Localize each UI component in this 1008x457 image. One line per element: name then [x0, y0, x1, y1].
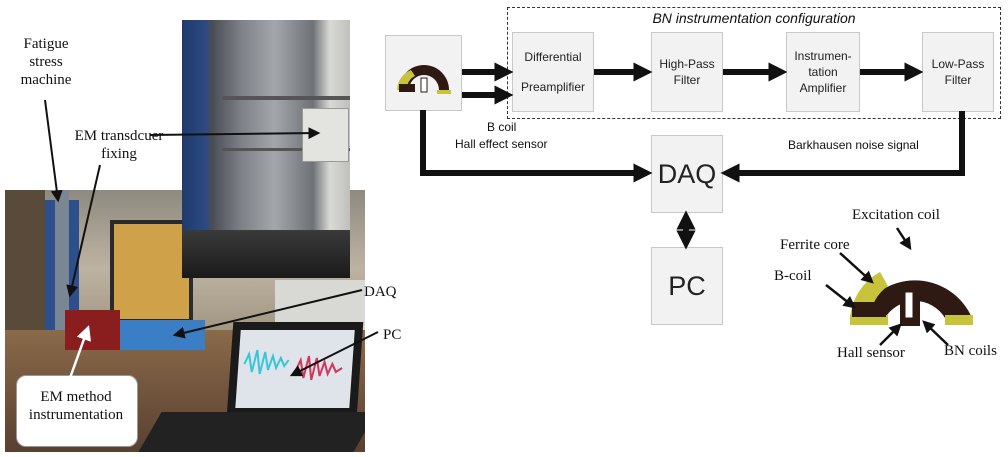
label-em-transducer-line1: EM transdcuer — [74, 128, 164, 144]
em-method-box — [16, 375, 138, 447]
ferrite-core-right — [945, 315, 973, 325]
arrow-sensor-daq — [420, 110, 653, 183]
label-fatigue-machine: Fatigue stress machine — [6, 35, 86, 89]
diff-preamp-line2: Preamplifier — [520, 80, 586, 94]
arrow-ferrite — [839, 252, 874, 284]
sensor-block — [385, 35, 462, 111]
low-pass-line1: Low-Pass — [931, 57, 985, 71]
arrow-bcoil — [825, 284, 856, 309]
ferrite-core-base — [850, 315, 888, 325]
transducer-closeup-photo — [182, 20, 350, 278]
arrow-transducer-inset — [149, 127, 321, 140]
hall-sensor-label: Hall effect sensor — [455, 137, 548, 151]
bn-config-title: BN instrumentation configuration — [652, 10, 856, 26]
arrow-pc — [289, 331, 379, 377]
arrow-em-method — [68, 325, 91, 379]
arrow-bn — [922, 320, 949, 346]
arrow-hall — [879, 323, 902, 346]
inst-amp-block: Instrumen- tation Amplifier — [786, 32, 860, 112]
label-fatigue-line3: machine — [20, 72, 72, 88]
inst-amp-line1: Instrumen- — [794, 49, 852, 63]
label-fatigue-line1: Fatigue — [23, 36, 69, 52]
specimen-gap-2 — [222, 148, 350, 151]
inst-amp-line3: Amplifier — [799, 81, 847, 95]
daq-box — [115, 320, 205, 350]
label-em-transducer-line2: fixing — [101, 146, 137, 162]
high-pass-block: High-Pass Filter — [651, 32, 723, 112]
label-b-coil: B-coil — [774, 268, 812, 284]
label-pc-photo: PC — [383, 327, 402, 343]
label-daq-photo: DAQ — [364, 284, 397, 300]
sensor-bcoil — [398, 84, 415, 92]
grip-bottom — [182, 230, 350, 278]
label-hall-sensor: Hall sensor — [837, 345, 905, 361]
label-fatigue-line2: stress — [29, 54, 63, 70]
b-coil-shape — [852, 302, 886, 317]
arrow-excitation — [895, 227, 912, 251]
label-ferrite-core: Ferrite core — [780, 237, 850, 253]
label-em-method-line1: EM method — [40, 389, 112, 405]
inst-amp-line2: tation — [808, 65, 838, 79]
arrow-lowpass-daq — [720, 111, 965, 183]
sensor-core-base — [436, 90, 451, 94]
high-pass-line1: High-Pass — [659, 57, 715, 71]
bcoil-label: B coil — [487, 120, 517, 134]
label-em-method: EM method instrumentation — [16, 388, 136, 424]
daq-block: DAQ — [651, 135, 723, 213]
diff-preamp-line1: Differential — [524, 50, 582, 64]
label-em-transducer: EM transdcuer fixing — [54, 127, 184, 163]
arrow-fatigue — [44, 99, 63, 203]
monitor-back — [110, 220, 193, 323]
bn-signal-label: Barkhausen noise signal — [788, 138, 919, 152]
sensor-icon — [396, 65, 451, 94]
em-instrument — [65, 310, 120, 350]
low-pass-line2: Filter — [944, 73, 972, 87]
arrow-transducer-fixing — [66, 164, 101, 298]
waveform-cyan — [243, 349, 290, 375]
sensor-hall — [420, 77, 427, 93]
label-em-method-line2: instrumentation — [28, 407, 124, 423]
arrow-daq — [172, 289, 363, 339]
high-pass-line2: Filter — [673, 73, 701, 87]
label-bn-coils: BN coils — [944, 343, 997, 359]
hall-sensor-shape — [904, 291, 914, 319]
diff-preamp-block: Differential Preamplifier — [512, 32, 594, 112]
specimen-gap — [222, 96, 350, 100]
low-pass-block: Low-Pass Filter — [922, 32, 994, 112]
label-excitation-coil: Excitation coil — [852, 207, 940, 223]
